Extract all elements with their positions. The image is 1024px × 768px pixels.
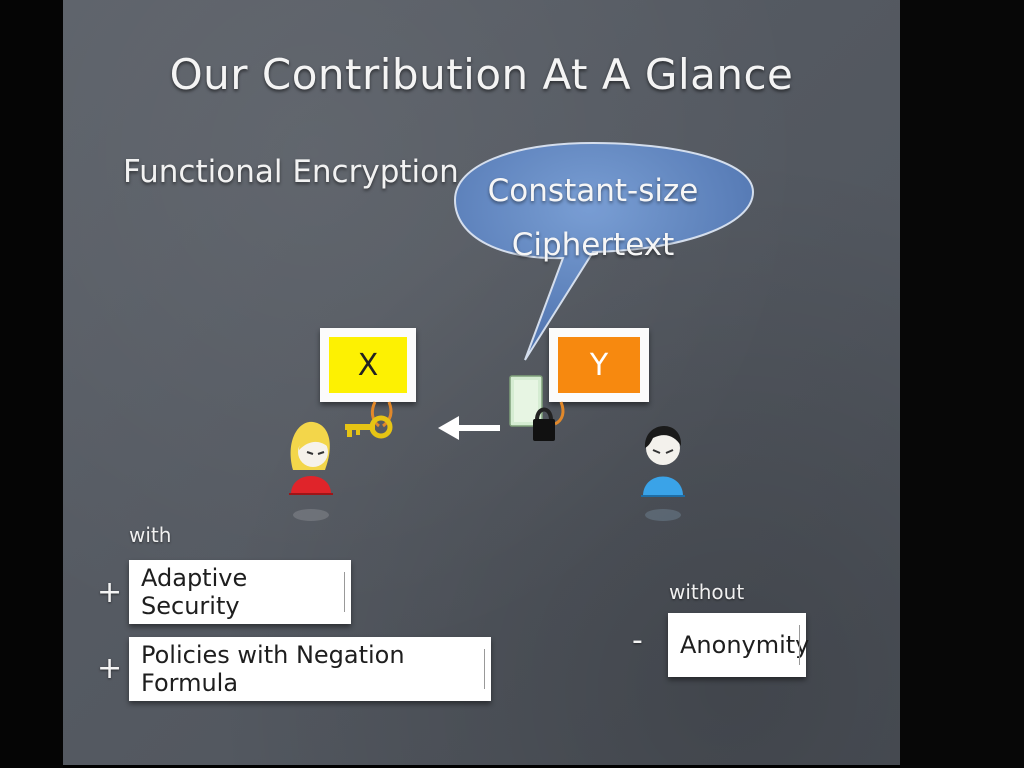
slide-subtitle: Functional Encryption: [123, 154, 459, 190]
female-user-icon: [289, 421, 333, 521]
plus-sign-1: +: [97, 575, 123, 610]
attribute-card-y: Y: [549, 328, 649, 402]
illustration-layer: [289, 375, 685, 521]
slide-title: Our Contribution At A Glance: [169, 50, 794, 99]
minus-sign: -: [632, 623, 643, 658]
left-letterbox: [0, 0, 63, 768]
attribute-x-label: X: [329, 337, 407, 393]
bubble-text: Constant-size Ciphertext: [463, 164, 723, 272]
attribute-card-x: X: [320, 328, 416, 402]
with-label: with: [129, 523, 172, 547]
padlock-icon: [533, 401, 565, 441]
male-user-icon: [641, 425, 685, 521]
feature-anonymity: Anonymity: [668, 613, 809, 677]
feature-negation-policies: Policies with Negation Formula: [129, 637, 491, 701]
without-label: without: [669, 580, 745, 604]
attribute-y-label: Y: [558, 337, 640, 393]
right-letterbox: [900, 0, 1024, 768]
bubble-line-1: Constant-size: [487, 173, 699, 209]
arrow-left-icon: [438, 416, 500, 440]
plus-sign-2: +: [97, 651, 123, 686]
ciphertext-document-icon: [509, 375, 543, 427]
key-icon: [345, 401, 393, 439]
presentation-slide: Our Contribution At A Glance Functional …: [63, 0, 900, 765]
bubble-line-2: Ciphertext: [511, 227, 675, 263]
feature-adaptive-security: Adaptive Security: [129, 560, 351, 624]
